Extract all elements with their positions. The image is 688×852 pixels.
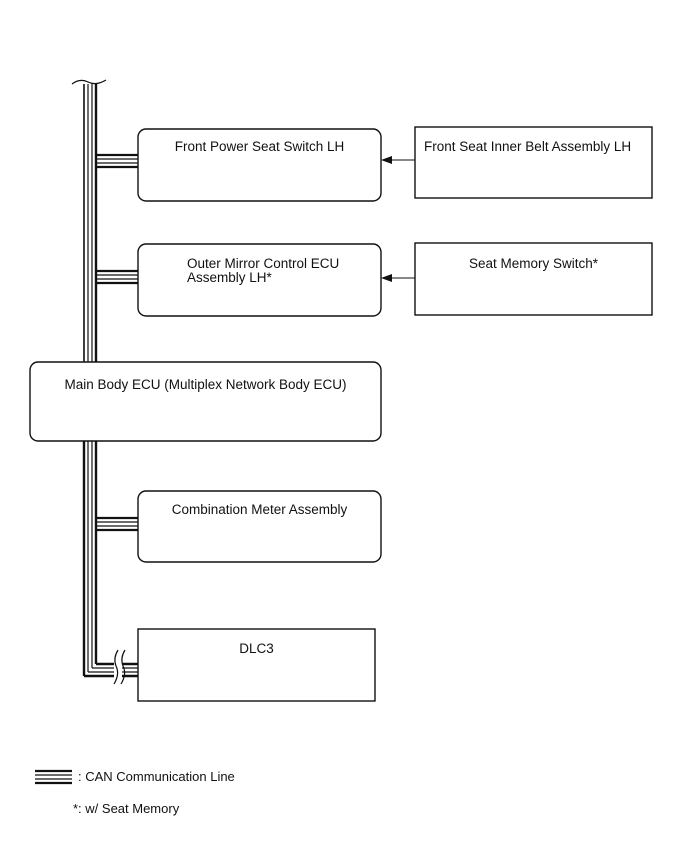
front-power-seat-switch-label: Front Power Seat Switch LH	[174, 139, 345, 154]
outer-mirror-control-ecu-label: Outer Mirror Control ECU Assembly LH*	[187, 256, 340, 285]
arrow-belt-to-seat-switch	[381, 156, 415, 164]
arrow-memory-switch-to-mirror-ecu	[381, 274, 415, 282]
front-power-seat-switch-box	[137, 128, 382, 202]
combination-meter-box	[137, 490, 382, 563]
main-body-ecu-box	[29, 361, 382, 442]
dlc3-box	[137, 628, 376, 702]
seat-memory-switch-box	[414, 242, 653, 316]
dlc3-break-mark	[113, 649, 126, 685]
can-line-legend-symbol	[35, 769, 72, 785]
can-branch-combination-meter	[96, 516, 138, 532]
can-bus-trunk-lower	[82, 441, 98, 676]
bus-break-mark-top	[71, 79, 107, 85]
dlc3-label: DLC3	[239, 641, 274, 656]
main-body-ecu-label: Main Body ECU (Multiplex Network Body EC…	[64, 377, 347, 392]
seat-memory-switch-label: Seat Memory Switch*	[468, 256, 599, 271]
can-line-legend-text: : CAN Communication Line	[78, 769, 235, 784]
can-bus-trunk-upper	[83, 84, 98, 362]
combination-meter-label: Combination Meter Assembly	[171, 502, 348, 517]
outer-mirror-control-ecu-box	[137, 243, 382, 317]
front-seat-inner-belt-box	[414, 126, 653, 199]
can-branch-outer-mirror-ecu	[96, 269, 138, 285]
front-seat-inner-belt-label: Front Seat Inner Belt Assembly LH	[424, 139, 632, 154]
can-branch-front-power-seat-switch	[96, 153, 138, 169]
seat-memory-footnote: *: w/ Seat Memory	[73, 801, 180, 816]
